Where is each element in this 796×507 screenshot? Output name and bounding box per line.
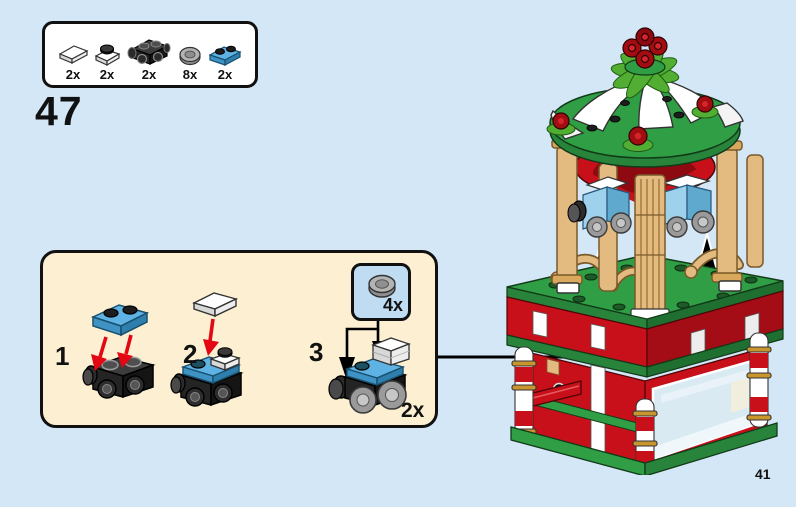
- sub-assembly-panel: 1 2 3 4x 2x: [40, 250, 438, 428]
- white-plate-with-black-round-tile-icon: [94, 44, 121, 67]
- canopy-red-ring: [574, 138, 716, 207]
- part-count: 2x: [217, 67, 233, 82]
- step3-assembly: [328, 337, 411, 414]
- part-azure-plate: 2x: [207, 41, 243, 82]
- part-count: 2x: [65, 67, 81, 82]
- top-flowers: [622, 27, 668, 69]
- step3-black-arrows: [339, 321, 384, 381]
- crown-leaves: [610, 47, 680, 99]
- assembly-repeat-count: 2x: [401, 399, 425, 422]
- part-count: 2x: [99, 67, 115, 82]
- azure-plate-1x2-icon: [208, 45, 242, 66]
- platform-top: [506, 254, 784, 320]
- wheel-callout-count: 4x: [382, 295, 403, 315]
- canopy: [546, 27, 744, 168]
- parts-callout-box: 2x 2x 2x 8x: [42, 21, 258, 88]
- gray-wheel-icon: [179, 46, 201, 66]
- step2-red-arrow: [203, 318, 219, 356]
- substep-3-label: 3: [309, 337, 324, 367]
- scroll-ornaments: [550, 248, 744, 292]
- platform-sides: [506, 280, 784, 378]
- center-column: [630, 174, 670, 322]
- part-count: 2x: [141, 67, 157, 82]
- columns: [551, 138, 764, 294]
- step1-red-arrows: [91, 334, 133, 371]
- step1-azure-plate: [90, 304, 150, 337]
- black-brick-with-wheel-holders-icon: [127, 39, 171, 65]
- step1-black-brick: [82, 356, 156, 399]
- gray-wheel-icon: [368, 274, 396, 298]
- substep-2-label: 2: [183, 339, 198, 369]
- model-right-assembly: [649, 174, 715, 238]
- step2-white-tile: [192, 292, 239, 318]
- page-number: 41: [755, 466, 771, 482]
- substep-1-label: 1: [55, 341, 70, 371]
- part-white-plate-black-stud: 2x: [93, 41, 121, 82]
- part-black-brick: 2x: [125, 35, 173, 82]
- wheel-count-callout: 4x: [351, 263, 411, 321]
- corner-posts: [511, 332, 772, 474]
- part-count: 8x: [182, 67, 198, 82]
- base-plate: [510, 422, 778, 475]
- step-number: 47: [35, 88, 83, 134]
- white-tile-1x2-icon: [58, 45, 89, 64]
- model-left-assembly: [567, 176, 632, 238]
- lower-box: [521, 346, 768, 468]
- part-gray-wheel: 8x: [177, 43, 203, 82]
- carousel-model: [506, 27, 784, 475]
- rim-flowers: [546, 95, 719, 152]
- step2-assembly: [170, 347, 244, 407]
- part-white-tile: 2x: [57, 41, 89, 82]
